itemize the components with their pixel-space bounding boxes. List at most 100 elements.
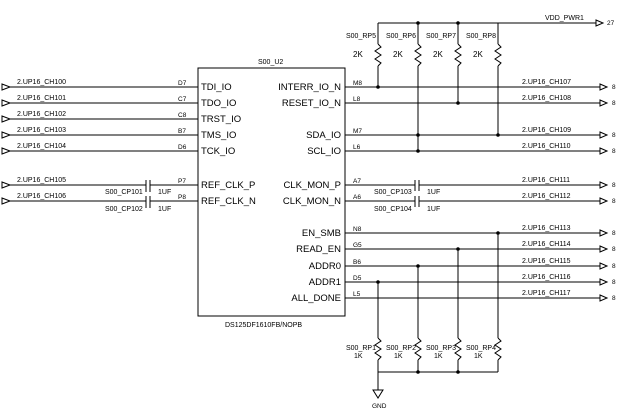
net-ch108: RESET_IO_N L8 2.UP16_CH108 8 [282, 95, 616, 109]
power-offpage-arrow [595, 19, 605, 27]
ic-part-label: DS125DF1610FB/NOPB [225, 322, 302, 329]
net-label-ch114: 2.UP16_CH114 [522, 241, 571, 248]
pullup-ref-rp8: S00_RP8 [466, 33, 496, 40]
pin-name-all-done: ALL_DONE [291, 293, 341, 304]
net-ch113: EN_SMB N8 2.UP16_CH113 8 [302, 225, 616, 239]
pulldown-rp1: S00_RP1 1K [346, 282, 382, 372]
pin-name-clkmon-n: CLK_MON_N [283, 196, 341, 207]
pullup-ref-rp5: S00_RP5 [346, 33, 376, 40]
pulldown-ref-rp2: S00_RP2 [386, 345, 416, 352]
power-rail: VDD_PWR1 27 [378, 15, 615, 27]
net-ch105: 2.UP16_CH105 P7 REF_CLK_P [1, 177, 255, 191]
pullup-value-rp6: 2K [393, 50, 403, 59]
offpage-arrow-ch114 [599, 245, 609, 253]
pin-name-refclk-p: REF_CLK_P [201, 180, 255, 191]
net-ch103: 2.UP16_CH103 B7 TMS_IO [1, 127, 236, 141]
offpage-marker-ch116: 8 [612, 279, 616, 286]
net-label-ch109: 2.UP16_CH109 [522, 127, 571, 134]
pullup-rp8: S00_RP8 2K [466, 23, 502, 135]
net-label-ch102: 2.UP16_CH102 [17, 111, 66, 118]
net-ch110: SCL_IO L6 2.UP16_CH110 8 [307, 143, 616, 157]
pin-name-tck: TCK_IO [201, 146, 235, 157]
pullup-ref-rp7: S00_RP7 [426, 33, 456, 40]
cap-ref-cp101: S00_CP101 [105, 189, 143, 196]
pin-name-trst: TRST_IO [201, 114, 241, 125]
net-ch107: INTERR_IO_N M8 2.UP16_CH107 8 [278, 79, 616, 93]
net-label-ch115: 2.UP16_CH115 [522, 258, 571, 265]
net-ch100: 2.UP16_CH100 D7 TDI_IO [1, 79, 232, 93]
pin-name-clkmon-p: CLK_MON_P [283, 180, 341, 191]
offpage-arrow-ch106 [1, 197, 12, 205]
offpage-marker-ch114: 8 [612, 246, 616, 253]
net-ch101: 2.UP16_CH101 C7 TDO_IO [1, 95, 236, 109]
net-ch117: ALL_DONE L5 2.UP16_CH117 8 [291, 290, 616, 304]
pin-num-a6: A6 [353, 194, 361, 201]
pin-num-l5: L5 [353, 291, 361, 298]
pulldown-rp2: S00_RP2 1K [386, 266, 422, 372]
cap-cp101: S00_CP101 1UF [105, 180, 171, 196]
cap-value-cp103: 1UF [427, 189, 440, 196]
cap-ref-cp104: S00_CP104 [374, 206, 412, 213]
net-ch112: CLK_MON_N A6 2.UP16_CH112 8 [283, 193, 616, 207]
net-ch106: 2.UP16_CH106 P8 REF_CLK_N [1, 193, 256, 207]
pin-num-b7: B7 [178, 128, 186, 135]
pulldown-value-rp4: 1K [474, 353, 483, 360]
pin-num-n8: N8 [353, 226, 362, 233]
net-label-ch105: 2.UP16_CH105 [17, 177, 66, 184]
offpage-arrow-ch112 [599, 197, 609, 205]
pullup-value-rp5: 2K [353, 50, 363, 59]
offpage-arrow-ch102 [1, 115, 12, 123]
offpage-marker-ch107: 8 [612, 84, 616, 91]
net-ch102: 2.UP16_CH102 C8 TRST_IO [1, 111, 241, 125]
pin-num-p8: P8 [178, 194, 186, 201]
net-label-ch104: 2.UP16_CH104 [17, 143, 66, 150]
net-label-ch107: 2.UP16_CH107 [522, 79, 571, 86]
offpage-marker-ch117: 8 [612, 295, 616, 302]
net-label-ch112: 2.UP16_CH112 [522, 193, 571, 200]
pulldown-value-rp1: 1K [354, 353, 363, 360]
offpage-marker-ch113: 8 [612, 230, 616, 237]
pin-name-refclk-n: REF_CLK_N [201, 196, 256, 207]
offpage-arrow-ch100 [1, 83, 12, 91]
offpage-marker-ch108: 8 [612, 100, 616, 107]
pin-num-m8: M8 [353, 80, 362, 87]
cap-cp102: S00_CP102 1UF [105, 196, 171, 213]
pin-num-b6: B6 [353, 259, 361, 266]
pin-num-a7: A7 [353, 178, 361, 185]
pulldown-ref-rp1: S00_RP1 [346, 345, 376, 352]
ground-rail: GND [372, 370, 498, 410]
offpage-arrow-ch117 [599, 294, 609, 302]
offpage-arrow-ch115 [599, 262, 609, 270]
offpage-arrow-ch104 [1, 147, 12, 155]
pullup-ref-rp6: S00_RP6 [386, 33, 416, 40]
net-label-ch110: 2.UP16_CH110 [522, 143, 571, 150]
pulldown-value-rp3: 1K [434, 353, 443, 360]
pin-num-c7: C7 [178, 96, 187, 103]
pulldown-ref-rp4: S00_RP4 [466, 345, 496, 352]
offpage-arrow-ch116 [599, 278, 609, 286]
net-label-ch113: 2.UP16_CH113 [522, 225, 571, 232]
offpage-marker-ch115: 8 [612, 263, 616, 270]
pullup-rp5: S00_RP5 2K [346, 23, 382, 87]
net-label-ch101: 2.UP16_CH101 [17, 95, 66, 102]
offpage-marker-ch110: 8 [612, 148, 616, 155]
pin-num-d5: D5 [353, 275, 362, 282]
offpage-arrow-ch107 [599, 83, 609, 91]
pulldown-rp3: S00_RP3 1K [426, 249, 462, 372]
cap-ref-cp103: S00_CP103 [374, 189, 412, 196]
cap-ref-cp102: S00_CP102 [105, 206, 143, 213]
net-ch114: READ_EN G5 2.UP16_CH114 8 [296, 241, 616, 255]
offpage-arrow-ch110 [599, 147, 609, 155]
cap-value-cp102: 1UF [158, 206, 171, 213]
pin-name-tms: TMS_IO [201, 130, 236, 141]
offpage-marker-ch111: 8 [612, 182, 616, 189]
pin-name-interr: INTERR_IO_N [278, 82, 341, 93]
net-ch111: CLK_MON_P A7 2.UP16_CH111 8 [283, 177, 616, 191]
offpage-arrow-ch113 [599, 229, 609, 237]
cap-value-cp104: 1UF [427, 206, 440, 213]
net-label-ch116: 2.UP16_CH116 [522, 274, 571, 281]
cap-value-cp101: 1UF [158, 189, 171, 196]
net-ch104: 2.UP16_CH104 D6 TCK_IO [1, 143, 235, 157]
pin-num-l6: L6 [353, 144, 361, 151]
